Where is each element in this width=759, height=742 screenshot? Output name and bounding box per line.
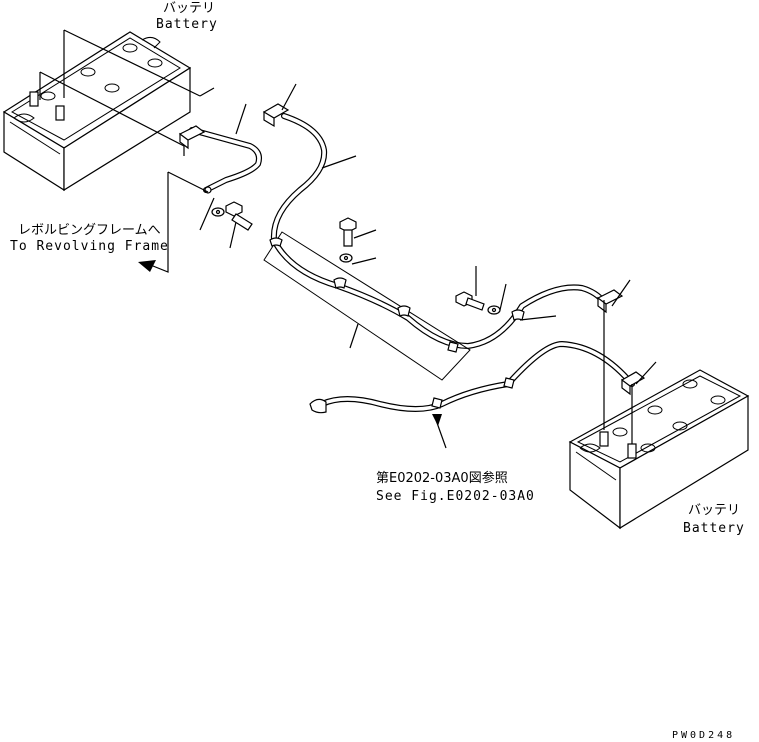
- cable-top-ground: [189, 127, 262, 193]
- cable-main: [270, 113, 607, 349]
- battery-bottom-label-jp: バッテリ: [688, 503, 740, 518]
- drawing-code: PW0D248: [672, 730, 735, 741]
- frame-label-jp: レボルビングフレームへ: [18, 223, 161, 238]
- battery-bottom-label-en: Battery: [683, 521, 745, 536]
- arrow-ref-icon: [432, 414, 442, 426]
- frame-label-en: To Revolving Frame: [10, 239, 169, 254]
- bolts-and-washers: [211, 201, 501, 315]
- cable-clamps: [269, 237, 525, 409]
- leader-lines: [39, 29, 657, 449]
- battery-bottom-right: [568, 369, 750, 530]
- arrow-to-frame-icon: [138, 260, 156, 272]
- battery-top-left: [2, 31, 192, 192]
- cable-bracket: [263, 231, 471, 381]
- battery-top-label-jp: バッテリ: [163, 1, 215, 16]
- battery-top-label-en: Battery: [156, 17, 218, 32]
- reference-label-en: See Fig.E0202-03A0: [376, 489, 535, 504]
- cable-lower: [319, 341, 635, 412]
- terminal-lugs: [178, 103, 646, 414]
- reference-label-jp: 第E0202-03A0図参照: [376, 470, 508, 486]
